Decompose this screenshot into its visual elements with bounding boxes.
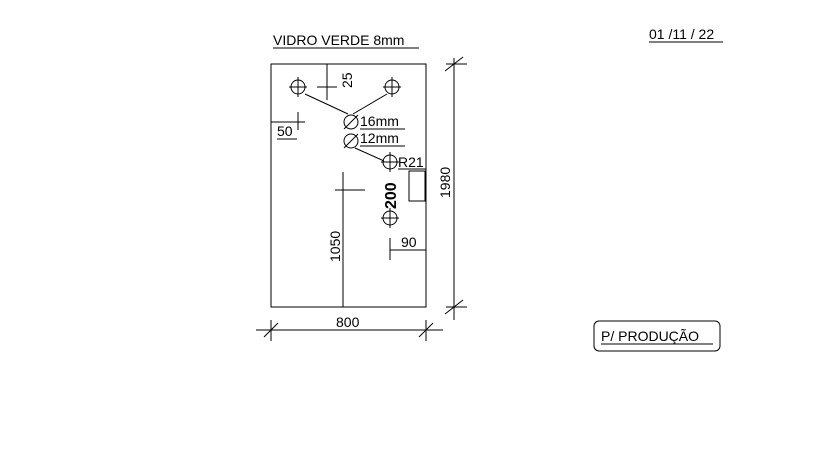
leader-line-r21: [354, 147, 385, 162]
drawing-title: VIDRO VERDE 8mm: [273, 32, 404, 48]
handle-hole-top: [381, 152, 399, 172]
radius-label: R21: [398, 154, 424, 170]
height-dimension: 1980: [437, 56, 467, 320]
width-label: 800: [336, 314, 360, 330]
width-dimension: 800: [256, 314, 443, 341]
production-stamp-border: [593, 320, 721, 352]
hole-callout-16mm: 16mm: [343, 113, 405, 130]
edge-offset-dimension: 90: [389, 234, 426, 260]
drawing-date: 01 /11 / 22: [649, 26, 714, 42]
hole-12mm-label: 12mm: [360, 130, 399, 146]
left-offset-label: 50: [277, 123, 293, 139]
glass-panel: [270, 63, 427, 308]
handle-height-label: 1050: [327, 231, 343, 262]
hinge-notch: [408, 170, 426, 202]
leader-line-right: [352, 93, 388, 115]
hole-16mm-label: 16mm: [360, 113, 399, 129]
top-offset-label: 25: [339, 72, 355, 88]
hole-top-left: [289, 77, 307, 97]
leader-line-left: [304, 93, 349, 115]
handle-height-dimension: 1050: [327, 172, 365, 307]
handle-spacing-label: 200: [383, 182, 400, 209]
hole-top-right: [383, 77, 401, 97]
left-offset-dimension: 50: [271, 112, 305, 140]
handle-hole-bottom: [381, 208, 399, 228]
height-label: 1980: [437, 167, 453, 198]
edge-offset-label: 90: [401, 234, 417, 250]
top-offset-dimension: 25: [317, 64, 355, 100]
production-stamp: P/ PRODUÇÃO: [601, 328, 699, 344]
hole-callout-12mm: 12mm: [343, 130, 405, 149]
